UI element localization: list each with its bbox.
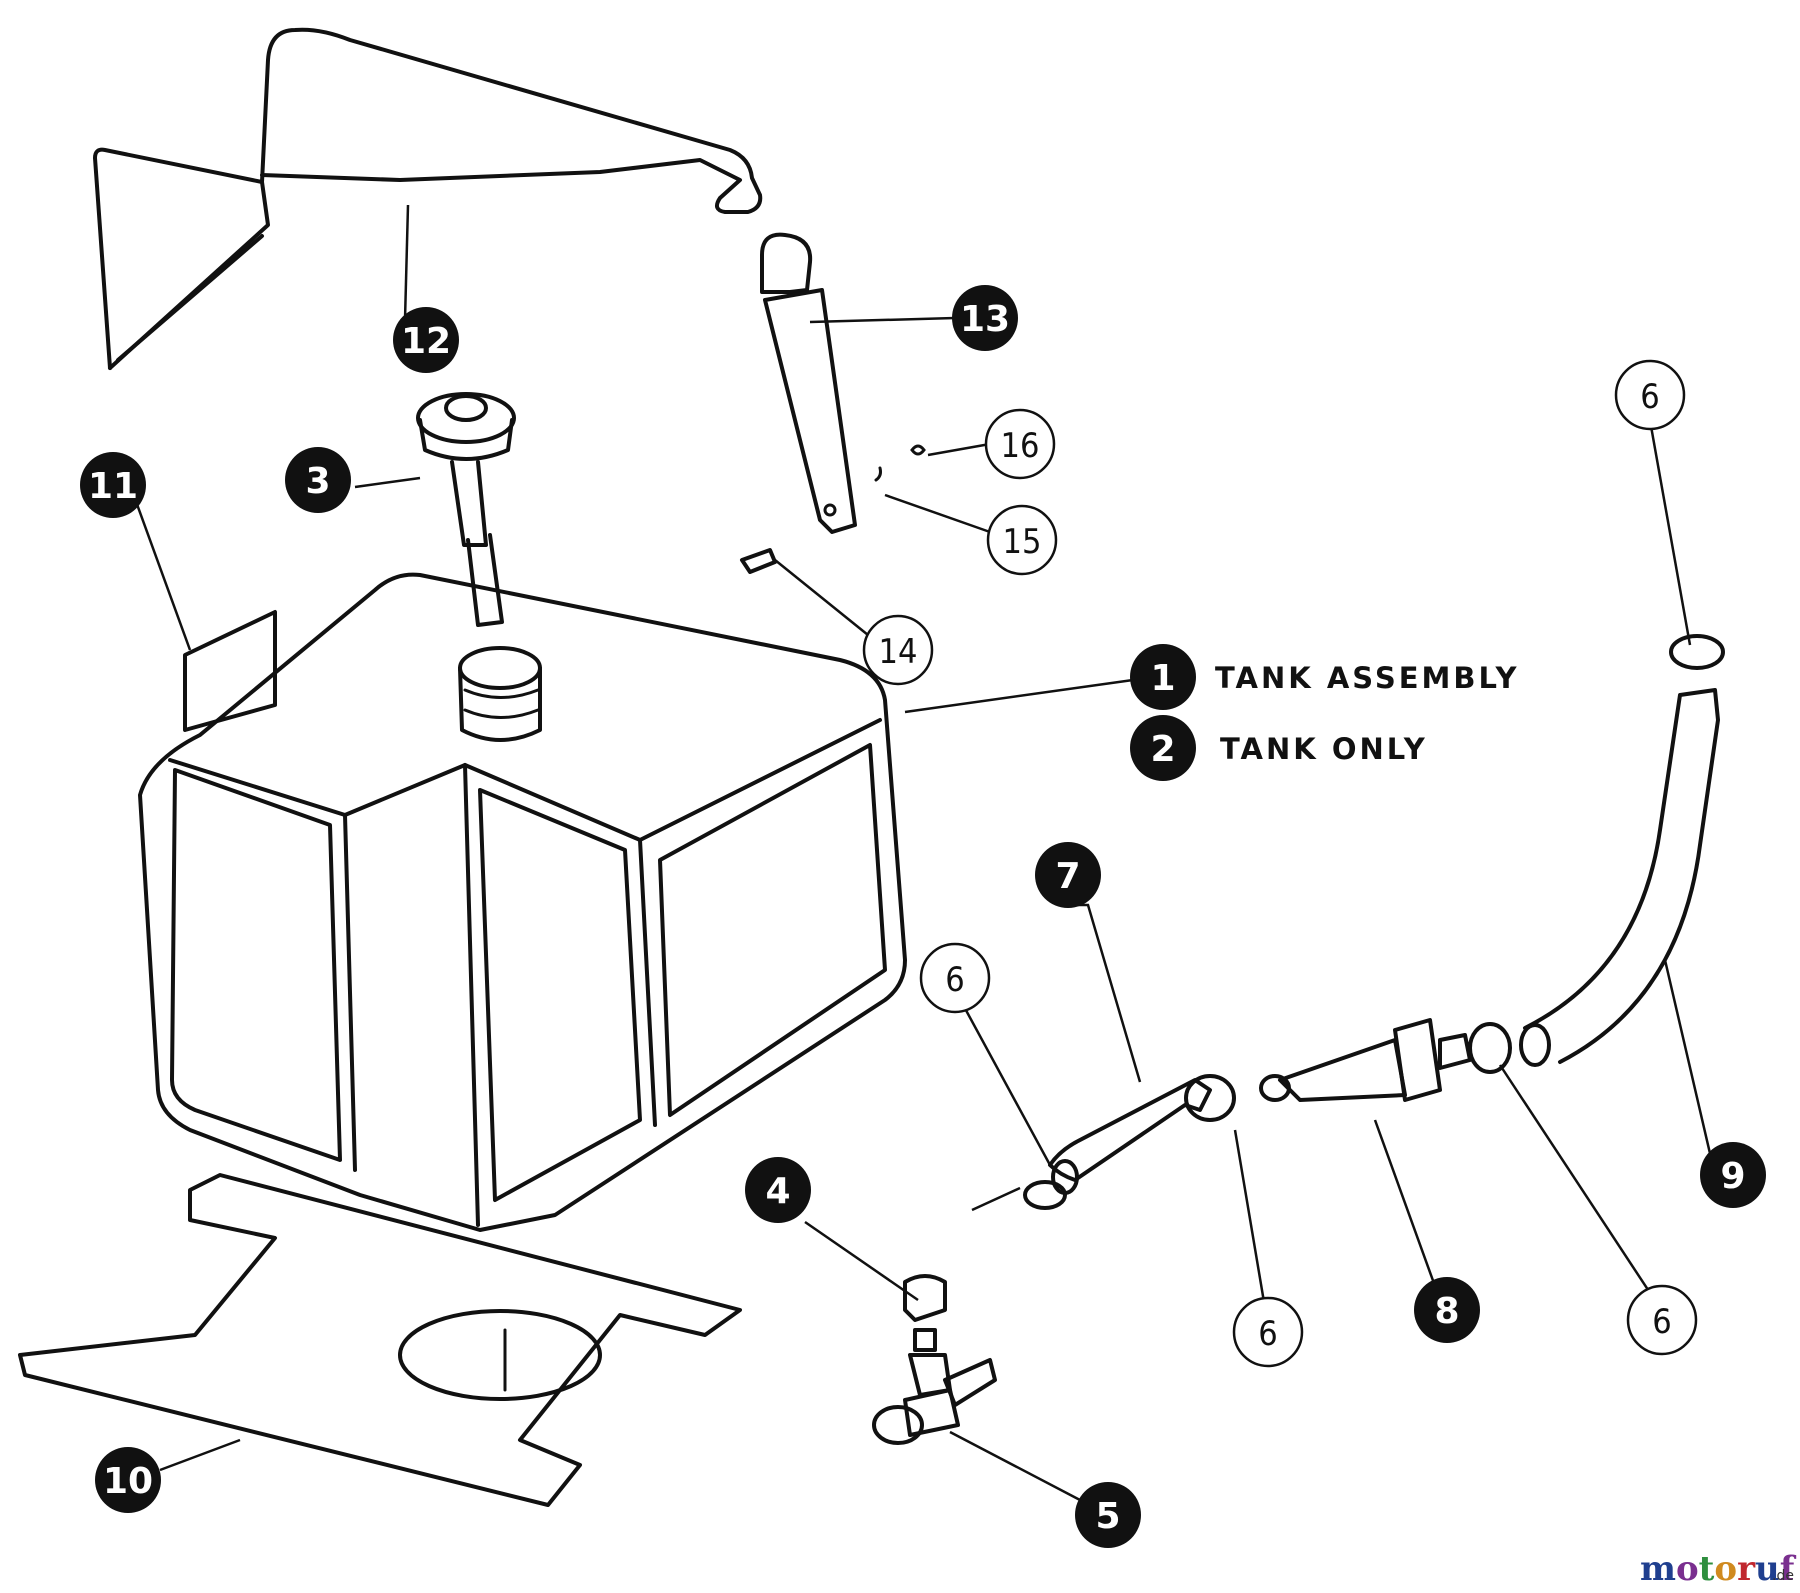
svg-text:5: 5 — [1095, 1496, 1120, 1537]
fuel-tank-drawing — [138, 572, 907, 1232]
callout-6-right: 6 — [1626, 1284, 1698, 1356]
callout-6-left: 6 — [919, 942, 991, 1014]
callout-9: 9 — [1700, 1142, 1766, 1208]
svg-text:12: 12 — [401, 321, 451, 362]
watermark-logo: motoruf — [1640, 1549, 1797, 1589]
short-fuel-hose-drawing — [1023, 1074, 1236, 1210]
callout-11: 11 — [80, 452, 146, 518]
callout-7: 7 — [1035, 842, 1101, 908]
callout-13: 13 — [952, 285, 1018, 351]
warning-plate-drawing — [183, 610, 277, 732]
callout-4: 4 — [745, 1157, 811, 1223]
svg-text:6: 6 — [1640, 377, 1659, 417]
tank-pad-drawing — [18, 1173, 742, 1507]
tank-bracket-drawing — [93, 27, 763, 370]
svg-text:15: 15 — [1003, 522, 1042, 562]
hold-down-strap-drawing — [760, 232, 857, 534]
callout-3: 3 — [285, 447, 351, 513]
fuel-filter-drawing — [1259, 1018, 1472, 1102]
callout-10: 10 — [95, 1447, 161, 1513]
svg-text:7: 7 — [1055, 856, 1080, 897]
svg-text:11: 11 — [88, 466, 138, 507]
svg-text:9: 9 — [1720, 1156, 1745, 1197]
callout-14: 14 — [862, 614, 934, 686]
svg-text:6: 6 — [945, 960, 964, 1000]
svg-text:3: 3 — [305, 461, 330, 502]
callout-5: 5 — [1075, 1482, 1141, 1548]
callout-8: 8 — [1414, 1277, 1480, 1343]
svg-text:4: 4 — [765, 1171, 790, 1212]
callout-6-top: 6 — [1614, 359, 1686, 431]
long-fuel-hose-drawing — [1468, 634, 1725, 1074]
callout-2: 2 — [1130, 715, 1196, 781]
svg-text:1: 1 — [1150, 658, 1175, 699]
watermark-suffix: .de — [1772, 1568, 1794, 1584]
callout-16: 16 — [984, 408, 1056, 480]
callout-12: 12 — [393, 307, 459, 373]
svg-text:2: 2 — [1150, 729, 1175, 770]
legend-tank-only: TANK ONLY — [1220, 732, 1428, 766]
callout-6-middle: 6 — [1232, 1296, 1304, 1368]
svg-text:14: 14 — [879, 632, 918, 672]
svg-text:6: 6 — [1258, 1314, 1277, 1354]
fuel-cap-drawing — [416, 392, 516, 627]
svg-text:8: 8 — [1434, 1291, 1459, 1332]
svg-text:6: 6 — [1652, 1302, 1671, 1342]
svg-text:13: 13 — [960, 299, 1010, 340]
small-hardware-drawing — [740, 444, 926, 574]
svg-text:10: 10 — [103, 1461, 153, 1502]
callout-15: 15 — [986, 504, 1058, 576]
legend-tank-assembly: TANK ASSEMBLY — [1215, 661, 1519, 695]
svg-text:16: 16 — [1001, 426, 1040, 466]
callout-1: 1 — [1130, 644, 1196, 710]
shutoff-valve-drawing — [872, 1274, 997, 1445]
leader-lines — [128, 204, 1717, 1502]
